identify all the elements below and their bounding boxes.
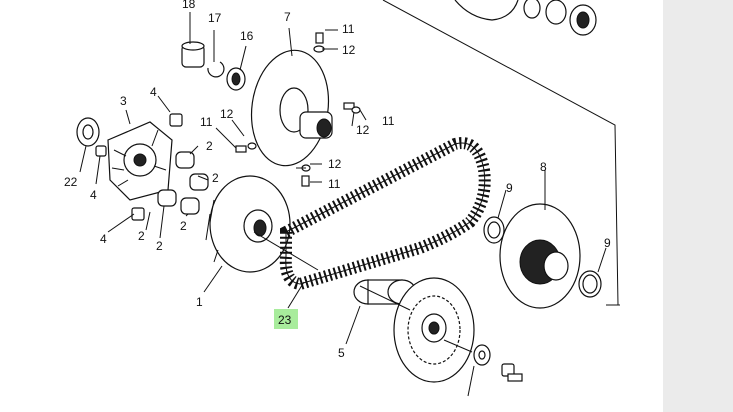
- primary-sheave-part-1: [205, 175, 291, 273]
- washer-part-22: [76, 117, 100, 147]
- label-16: 16: [240, 29, 254, 43]
- label-23: 23: [278, 313, 292, 327]
- circlip-part-17: [207, 61, 225, 78]
- label-2-bottom-b: 2: [156, 239, 163, 253]
- part-23-highlight: [274, 309, 298, 329]
- label-2-roller-top: 2: [206, 139, 213, 153]
- part-number-labels: 18 17 16 7 11 12 4 3 12 11 2 2 22 4 12 1…: [64, 0, 611, 360]
- fan-sheave: [393, 277, 475, 383]
- side-panel: [663, 0, 733, 412]
- label-4-bottom: 4: [100, 232, 107, 246]
- label-18: 18: [182, 0, 196, 11]
- bearing-part-18: [181, 41, 205, 68]
- secondary-sheave-part-8: [499, 203, 581, 309]
- label-8: 8: [540, 160, 547, 174]
- label-11-mid-left: 11: [200, 115, 213, 129]
- label-1: 1: [196, 295, 203, 309]
- slider-parts-4: [95, 113, 183, 221]
- sliding-sheave-part-3: [107, 121, 173, 201]
- label-12-mid-left: 12: [220, 107, 234, 121]
- label-2-roller-second: 2: [212, 171, 219, 185]
- label-12-top: 12: [342, 43, 356, 57]
- leader-lines: [79, 12, 607, 397]
- o-ring-parts-9: [483, 216, 602, 298]
- label-5: 5: [338, 346, 345, 360]
- label-17: 17: [208, 11, 222, 25]
- sheave-part-7: [250, 49, 333, 167]
- label-4-upper: 4: [150, 85, 157, 99]
- label-11-right: 11: [382, 114, 395, 128]
- label-4-left: 4: [90, 188, 97, 202]
- label-2-bottom-c: 2: [180, 219, 187, 233]
- label-12-right: 12: [356, 123, 370, 137]
- label-11-top: 11: [342, 22, 355, 36]
- part-top-right: [454, 0, 597, 36]
- label-22: 22: [64, 175, 78, 189]
- label-11-lower: 11: [328, 177, 341, 191]
- label-9-right: 9: [604, 236, 611, 250]
- label-9-left: 9: [506, 181, 513, 195]
- roller-parts-2: [157, 151, 209, 215]
- seal-part-16: [226, 67, 246, 91]
- diagram-frame: [382, 0, 620, 306]
- label-12-lower: 12: [328, 157, 342, 171]
- label-2-bottom-a: 2: [138, 229, 145, 243]
- v-belt-part-23: [279, 137, 491, 291]
- label-3: 3: [120, 94, 127, 108]
- label-7: 7: [284, 10, 291, 24]
- washer-and-bolt: [473, 344, 523, 382]
